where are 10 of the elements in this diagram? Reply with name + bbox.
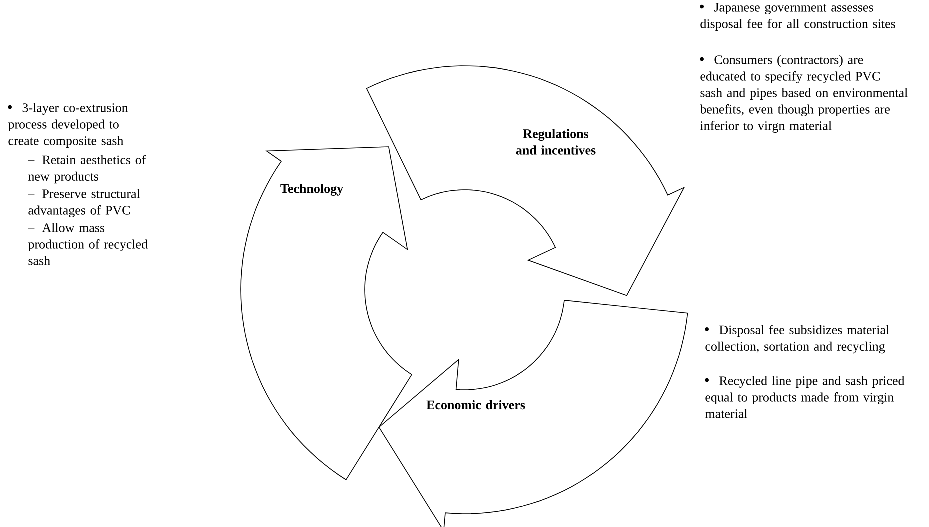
bullet-text: Retain aesthetics of new products [28, 155, 146, 184]
cycle-segment: Regulations and incentives [366, 66, 686, 296]
bullet-text: Allow mass production of recycled sash [28, 223, 148, 266]
cycle-segment: Economic drivers [378, 300, 688, 527]
bullet-text: Japanese government assesses disposal fee for all construction sites [700, 3, 896, 31]
bullet-text: Recycled line pipe and sash priced equal to products made from virgin material [705, 376, 905, 418]
bullet-text: Disposal fee subsidizes material collection, sortation and recycling [705, 325, 890, 354]
bullet-text: 3-layer co-extrusion process developed to create composite sash [8, 103, 128, 148]
bullet-text: Preserve structural advantages of PVC [28, 189, 140, 218]
bullet-text: Consumers (contractors) are educated to specify recycled PVC sash and pipes based on environmental benefits, even though properties are inferior to virgn material [700, 55, 908, 134]
